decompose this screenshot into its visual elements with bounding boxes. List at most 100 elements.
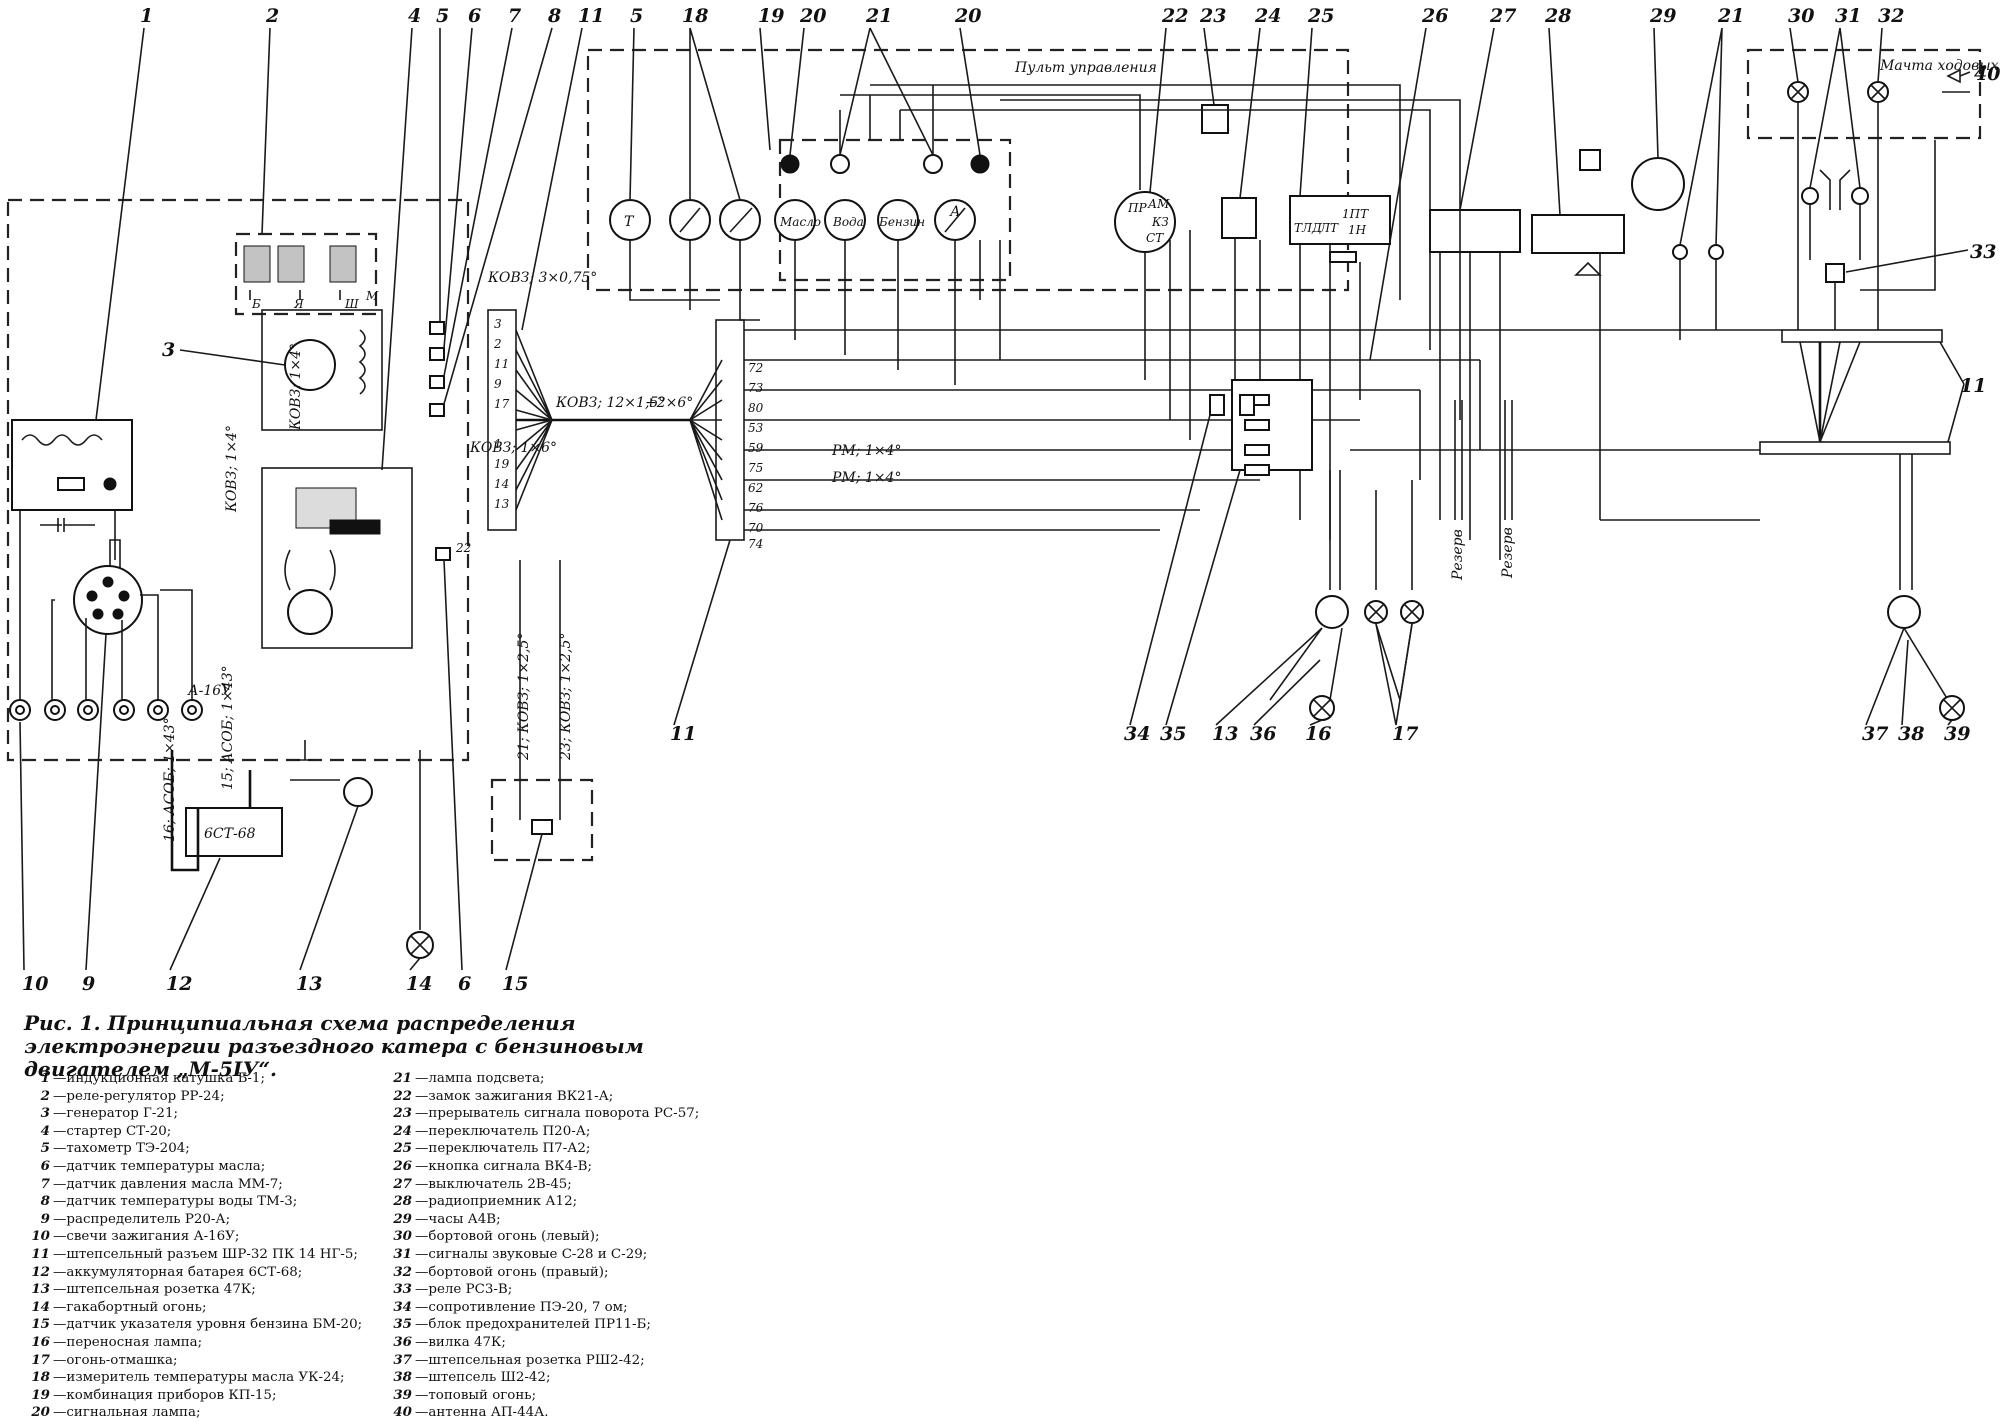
svg-text:6: 6	[458, 973, 471, 995]
starter-plunger-icon	[329, 519, 381, 535]
legend-number: 30	[393, 1228, 412, 1245]
cable-rm-1: РМ; 1×4°	[831, 443, 901, 459]
legend-text: —штепсельная розетка РШ2-42;	[415, 1352, 645, 1368]
cable-acob-2: 15; АСОБ; 1×43°	[220, 665, 236, 790]
legend-item: 17—огонь-отмашка;	[24, 1352, 362, 1370]
legend-number: 13	[31, 1281, 50, 1298]
legend-item: 9—распределитель Р20-А;	[24, 1211, 362, 1229]
relay-term-sh: Ш	[344, 297, 359, 311]
control-panel-outline	[586, 48, 1350, 292]
legend-text: —вилка 47К;	[415, 1334, 506, 1350]
svg-text:1: 1	[140, 5, 153, 27]
pin-numbers: 3 2 11 9 17 1 19 14 13 22 72 73 80 53 59…	[455, 317, 764, 555]
legend-item: 2—реле-регулятор РР-24;	[24, 1088, 362, 1106]
legend-item: 30—бортовой огонь (левый);	[386, 1228, 699, 1246]
cable-gen-label: КОВЗ; 1×4°	[288, 343, 304, 431]
legend-text: —выключатель 2В-45;	[415, 1176, 572, 1192]
legend-item: 14—гакабортный огонь;	[24, 1299, 362, 1317]
legend-number: 26	[393, 1157, 412, 1174]
legend-item: 11—штепсельный разъем ШР-32 ПК 14 НГ-5;	[24, 1246, 362, 1264]
horn-icon	[1851, 187, 1869, 205]
legend-item: 21—лампа подсвета;	[386, 1070, 699, 1088]
gauge-water-label: Вода	[832, 215, 864, 229]
legend-item: 37—штепсельная розетка РШ2-42;	[386, 1352, 699, 1370]
signal-lamp-left	[780, 154, 800, 174]
panel-lamps	[780, 154, 990, 174]
leader-lines	[95, 27, 1971, 471]
legend-text: —комбинация приборов КП-15;	[53, 1387, 277, 1403]
svg-text:73: 73	[748, 381, 764, 395]
legend-number: 8	[40, 1193, 50, 1210]
legend-number: 23	[393, 1105, 412, 1122]
legend-item: 7—датчик давления масла ММ-7;	[24, 1176, 362, 1194]
relay-term-ya: Я	[293, 297, 304, 311]
legend-item: 19—комбинация приборов КП-15;	[24, 1387, 362, 1405]
svg-text:36: 36	[1250, 723, 1276, 745]
coil-terminal-icon	[103, 477, 117, 491]
svg-text:34: 34	[1124, 723, 1150, 745]
legend-text: —сигнальная лампа;	[53, 1405, 201, 1421]
legend-text: —часы А4В;	[415, 1211, 501, 1227]
relay-rs3v	[1825, 263, 1845, 283]
legend-number: 39	[393, 1386, 412, 1403]
svg-text:3: 3	[494, 317, 502, 331]
legend-item: 24—переключатель П20-А;	[386, 1123, 699, 1141]
mast-outline	[1746, 48, 1982, 140]
ign-am: АМ	[1147, 197, 1170, 211]
legend-number: 27	[393, 1175, 412, 1192]
legend-text: —измеритель температуры масла УК-24;	[53, 1370, 345, 1386]
svg-text:40: 40	[1974, 63, 2000, 85]
fuel-sender-outline	[490, 778, 594, 862]
legend-number: 11	[31, 1245, 50, 1262]
svg-text:17: 17	[1392, 723, 1418, 745]
legend-number: 17	[31, 1351, 50, 1368]
svg-text:28: 28	[1544, 5, 1571, 27]
legend-text: —свечи зажигания А-16У;	[53, 1229, 240, 1245]
legend-number: 2	[40, 1087, 50, 1104]
engine-sensors	[429, 321, 451, 561]
ign-kz: КЗ	[1151, 215, 1169, 229]
radio	[1531, 214, 1625, 254]
svg-text:14: 14	[494, 477, 509, 491]
svg-text:9: 9	[494, 377, 502, 391]
resistor-pe20	[1209, 394, 1225, 416]
legend-text: —генератор Г-21;	[53, 1106, 178, 1122]
sw-tld: ТЛД	[1294, 221, 1322, 235]
legend-number: 12	[31, 1263, 50, 1280]
backlight-lamp	[1708, 244, 1724, 260]
legend-number: 1	[40, 1070, 50, 1086]
mast-label: Мачта ходовых огней	[1879, 58, 2000, 74]
gauge-fuel-label: Бензин	[878, 215, 925, 229]
legend-item: 5—тахометр ТЭ-204;	[24, 1140, 362, 1158]
legend-number: 20	[31, 1404, 50, 1421]
svg-text:35: 35	[1160, 723, 1186, 745]
svg-text:21: 21	[1717, 5, 1744, 27]
svg-text:13: 13	[296, 973, 322, 995]
legend-text: —переключатель П20-А;	[415, 1123, 591, 1139]
reserve-1: Резерв	[1450, 529, 1466, 581]
leader-lines-lower	[19, 249, 1969, 971]
legend-text: —штепсель Ш2-42;	[415, 1370, 551, 1386]
cable-acob-1: 16; АСОБ; 1×43°	[162, 717, 178, 842]
legend-number: 19	[31, 1386, 50, 1403]
legend-number: 6	[40, 1157, 50, 1174]
starter-frame	[261, 467, 413, 649]
generator-frame	[261, 309, 383, 431]
relay-term-b: Б	[251, 297, 261, 311]
legend-text: —топовый огонь;	[415, 1387, 537, 1403]
svg-text:74: 74	[748, 537, 763, 551]
svg-text:10: 10	[22, 973, 48, 995]
legend-text: —радиоприемник А12;	[415, 1194, 578, 1210]
distributor-contact-icon	[86, 590, 98, 602]
distributor	[73, 565, 143, 635]
ign-st: СТ	[1146, 231, 1164, 245]
sw-1pt: 1ПТ	[1342, 207, 1369, 221]
svg-text:13: 13	[1212, 723, 1238, 745]
legend-text: —индукционная катушка Б-1;	[53, 1071, 265, 1086]
legend-item: 15—датчик указателя уровня бензина БМ-20…	[24, 1316, 362, 1334]
legend-number: 14	[31, 1298, 50, 1315]
legend-number: 33	[393, 1281, 412, 1298]
svg-text:1: 1	[494, 437, 502, 451]
legend-item: 13—штепсельная розетка 47К;	[24, 1281, 362, 1299]
legend-item: 6—датчик температуры масла;	[24, 1158, 362, 1176]
